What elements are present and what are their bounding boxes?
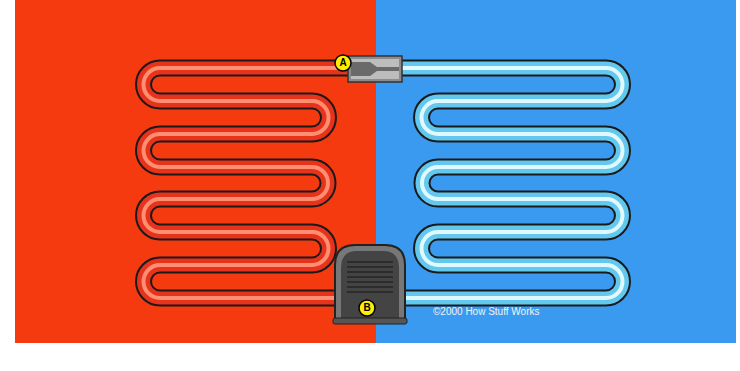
callout-circle — [359, 300, 375, 316]
tube-highlight — [144, 68, 353, 298]
tube — [144, 68, 353, 298]
tube — [400, 68, 623, 298]
tube-outline — [400, 68, 623, 298]
compressor-rib — [347, 266, 393, 268]
hot-side — [15, 0, 376, 343]
compressor — [333, 245, 407, 324]
compressor-rib — [347, 281, 393, 283]
callout-circle — [335, 55, 351, 71]
copyright-note: ©2000 How Stuff Works — [433, 306, 540, 318]
compressor-rib — [347, 271, 393, 273]
compressor-rib — [347, 291, 393, 293]
expansion-valve — [348, 56, 402, 82]
cold-side — [376, 0, 736, 343]
compressor-rib — [347, 276, 393, 278]
compressor-rib — [347, 261, 393, 263]
callout-letter: B — [360, 302, 374, 314]
tube-outline — [144, 68, 353, 298]
tube-highlight — [400, 68, 623, 298]
compressor-rib — [347, 286, 393, 288]
callout-letter: A — [336, 57, 350, 69]
